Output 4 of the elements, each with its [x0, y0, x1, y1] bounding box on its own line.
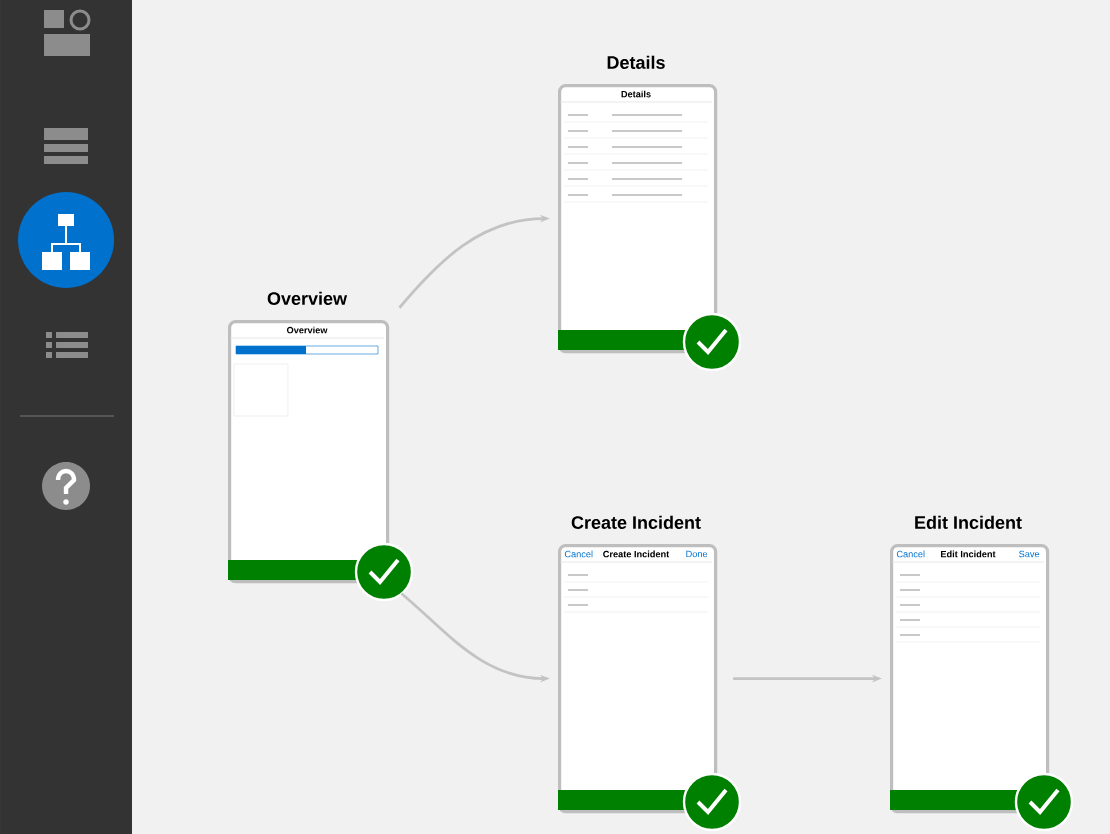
screen-heading: Create Incident	[571, 515, 701, 529]
screen-heading: Overview	[267, 291, 348, 305]
screen-heading: Edit Incident	[915, 515, 1022, 529]
screen-heading: Details	[607, 55, 665, 69]
